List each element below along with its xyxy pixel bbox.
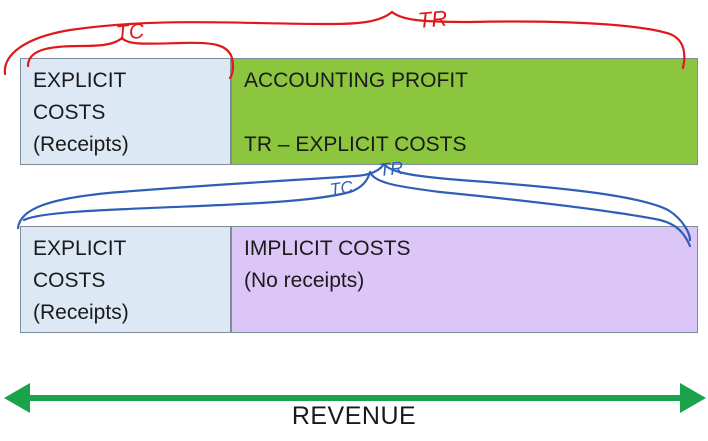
revenue-label: REVENUE bbox=[0, 402, 708, 431]
accounting-profit-formula: TR – EXPLICIT COSTS bbox=[244, 129, 697, 161]
implicit-costs-box: IMPLICIT COSTS (No receipts) bbox=[231, 226, 698, 333]
bottom-explicit-line3: (Receipts) bbox=[33, 297, 230, 329]
red-tc-label: TC bbox=[115, 20, 146, 46]
implicit-costs-line1: IMPLICIT COSTS bbox=[244, 233, 697, 265]
red-tr-label: TR bbox=[417, 6, 449, 33]
accounting-profit-box: ACCOUNTING PROFIT TR – EXPLICIT COSTS bbox=[231, 58, 698, 165]
top-explicit-line3: (Receipts) bbox=[33, 129, 230, 161]
top-explicit-line1: EXPLICIT bbox=[33, 65, 230, 97]
bottom-explicit-line2: COSTS bbox=[33, 265, 230, 297]
bottom-explicit-costs-box: EXPLICIT COSTS (Receipts) bbox=[20, 226, 231, 333]
top-explicit-costs-box: EXPLICIT COSTS (Receipts) bbox=[20, 58, 231, 165]
accounting-profit-title: ACCOUNTING PROFIT bbox=[244, 65, 697, 97]
bottom-explicit-line1: EXPLICIT bbox=[33, 233, 230, 265]
blue-tc-label: TC bbox=[329, 177, 355, 199]
implicit-costs-line2: (No receipts) bbox=[244, 265, 697, 297]
top-explicit-line2: COSTS bbox=[33, 97, 230, 129]
